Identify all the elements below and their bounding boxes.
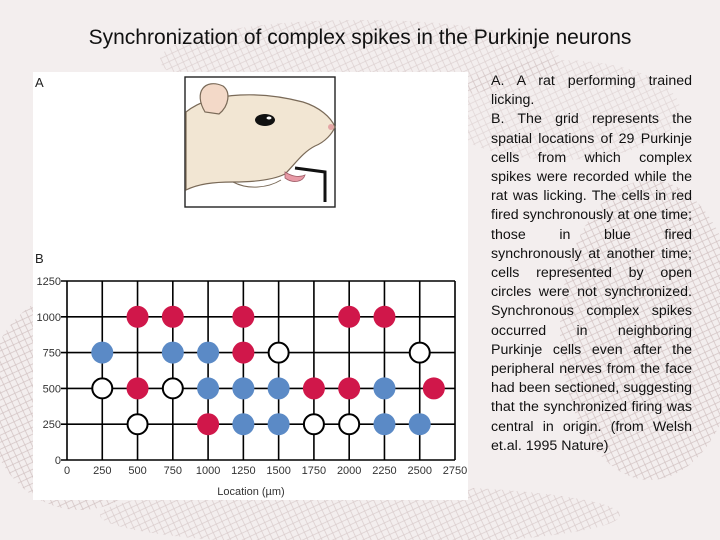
cell-blue xyxy=(267,377,290,400)
cell-open xyxy=(267,341,290,364)
rat-tongue xyxy=(284,171,306,182)
x-tick-label: 1000 xyxy=(196,465,220,477)
y-tick-label: 1250 xyxy=(37,276,61,288)
figure-svg: A B 0 250 500 750 1000 1250 1500 1750 2000 2250 25… xyxy=(35,75,468,498)
cell-blue xyxy=(232,413,255,436)
x-tick-label: 1250 xyxy=(231,465,255,477)
chart-cells xyxy=(91,305,445,436)
rat-illustration xyxy=(184,76,336,208)
cell-open xyxy=(91,377,114,400)
cell-open xyxy=(161,377,184,400)
lick-spout xyxy=(294,166,327,202)
caption: A. A rat performing trained licking. B. … xyxy=(491,72,692,456)
x-tick-label: 2000 xyxy=(337,465,361,477)
x-tick-label: 0 xyxy=(64,465,70,477)
caption-panel-a: A. A rat performing trained licking. xyxy=(491,73,692,109)
cell-blue xyxy=(267,413,290,436)
cell-red xyxy=(161,305,184,328)
cell-blue xyxy=(197,377,220,400)
slide-title: Synchronization of complex spikes in the… xyxy=(88,26,632,49)
chart-grid xyxy=(61,280,456,461)
panel-a-label: A xyxy=(35,75,44,90)
cell-red xyxy=(232,305,255,328)
cell-red xyxy=(126,377,149,400)
y-tick-label: 0 xyxy=(55,455,61,467)
y-tick-label: 750 xyxy=(43,348,61,360)
x-tick-label: 2750 xyxy=(443,465,467,477)
cell-red xyxy=(126,305,149,328)
cell-blue xyxy=(373,377,396,400)
x-axis-label: Location (µm) xyxy=(217,486,284,498)
cell-blue xyxy=(232,377,255,400)
y-tick-label: 1000 xyxy=(37,312,61,324)
rat-nose xyxy=(328,124,334,130)
cell-open xyxy=(302,413,325,436)
cell-open xyxy=(126,413,149,436)
y-tick-label: 250 xyxy=(43,419,61,431)
cell-red xyxy=(338,305,361,328)
cell-red xyxy=(302,377,325,400)
x-tick-label: 1500 xyxy=(266,465,290,477)
cell-red xyxy=(338,377,361,400)
cell-blue xyxy=(197,341,220,364)
cell-red xyxy=(197,413,220,436)
x-tick-label: 1750 xyxy=(302,465,326,477)
x-tick-label: 2250 xyxy=(372,465,396,477)
x-tick-label: 250 xyxy=(93,465,111,477)
caption-panel-b: B. The grid represents the spatial locat… xyxy=(491,111,692,454)
panel-b-label: B xyxy=(35,251,44,266)
cell-open xyxy=(408,341,431,364)
cell-blue xyxy=(373,413,396,436)
cell-blue xyxy=(91,341,114,364)
x-tick-label: 500 xyxy=(128,465,146,477)
rat-eye xyxy=(255,114,275,126)
y-tick-label: 500 xyxy=(43,383,61,395)
rat-head xyxy=(185,94,336,191)
cell-red xyxy=(373,305,396,328)
cell-red xyxy=(232,341,255,364)
x-tick-label: 2500 xyxy=(407,465,431,477)
figure-panel: A B 0 250 500 750 1000 1250 1500 1750 2000 2250 25… xyxy=(33,72,468,500)
cell-open xyxy=(338,413,361,436)
cell-red xyxy=(422,377,445,400)
cell-blue xyxy=(161,341,184,364)
cell-blue xyxy=(408,413,431,436)
rat-ear xyxy=(199,83,229,115)
x-tick-label: 750 xyxy=(164,465,182,477)
